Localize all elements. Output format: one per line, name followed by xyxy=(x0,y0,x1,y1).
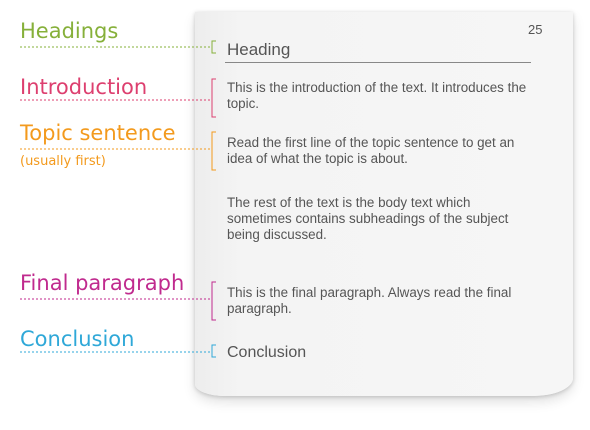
document-page xyxy=(195,12,573,396)
document-body-text: The rest of the text is the body text wh… xyxy=(227,195,509,242)
document-final-paragraph: This is the final paragraph. Always read… xyxy=(227,285,512,316)
document-topic-sentence: Read the first line of the topic sentenc… xyxy=(227,135,515,166)
label-introduction: Introduction xyxy=(20,75,148,99)
document-conclusion: Conclusion xyxy=(227,344,307,361)
document-heading: Heading xyxy=(227,40,291,59)
document-introduction: This is the introduction of the text. It… xyxy=(227,80,527,111)
label-headings: Headings xyxy=(20,19,119,43)
introduction-bracket xyxy=(211,78,216,118)
headings-bracket xyxy=(211,40,216,54)
topic-sentence-bracket xyxy=(211,131,216,171)
label-conclusion: Conclusion xyxy=(20,327,135,351)
label-final-paragraph: Final paragraph xyxy=(20,271,185,295)
final-paragraph-bracket xyxy=(211,281,216,321)
conclusion-bracket xyxy=(211,344,216,358)
label-topic-sentence: Topic sentence xyxy=(20,121,176,145)
page-number: 25 xyxy=(528,22,543,37)
heading-underline xyxy=(225,62,531,63)
label-topic-sentence-note: (usually first) xyxy=(20,154,106,169)
